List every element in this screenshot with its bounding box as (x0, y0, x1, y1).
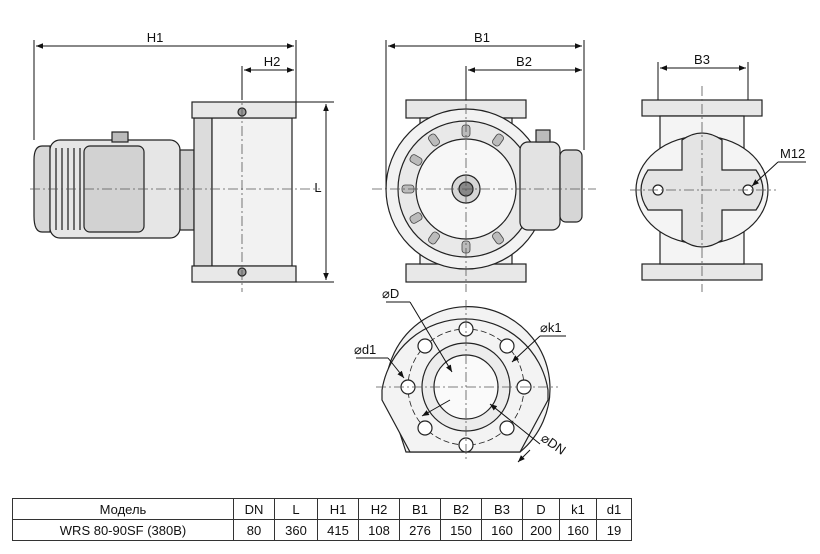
dim-b1-label: B1 (474, 30, 490, 45)
side-view (33, 101, 297, 283)
cell-k1: 160 (559, 519, 597, 541)
header-k1: k1 (559, 498, 597, 520)
cell-b2: 150 (440, 519, 482, 541)
table-row: WRS 80-90SF (380В) 80 360 415 108 276 15… (12, 519, 632, 541)
dim-h2-label: H2 (264, 54, 281, 69)
dim-k1-label: ⌀k1 (540, 320, 562, 335)
flange-detail (381, 306, 551, 453)
header-h1: H1 (317, 498, 359, 520)
header-model: Модель (12, 498, 234, 520)
spec-table: Модель DN L H1 H2 B1 B2 B3 D k1 d1 WRS 8… (12, 498, 632, 541)
dim-b3-label: B3 (694, 52, 710, 67)
header-b2: B2 (440, 498, 482, 520)
cell-dn: 80 (233, 519, 275, 541)
header-b1: B1 (399, 498, 441, 520)
dim-dn-label: ⌀DN (538, 430, 568, 458)
cell-b1: 276 (399, 519, 441, 541)
header-dn: DN (233, 498, 275, 520)
header-h2: H2 (358, 498, 400, 520)
header-d: D (522, 498, 560, 520)
cell-d1: 19 (596, 519, 632, 541)
dim-b2-label: B2 (516, 54, 532, 69)
front-view (385, 99, 583, 283)
dim-d-label: ⌀D (382, 286, 399, 301)
cell-model: WRS 80-90SF (380В) (12, 519, 234, 541)
header-l: L (274, 498, 318, 520)
dim-h1-label: H1 (147, 30, 164, 45)
header-d1: d1 (596, 498, 632, 520)
table-header-row: Модель DN L H1 H2 B1 B2 B3 D k1 d1 (12, 498, 632, 520)
dim-l-label: L (314, 180, 321, 195)
header-b3: B3 (481, 498, 523, 520)
thread-m12-label: M12 (780, 146, 805, 161)
cell-h1: 415 (317, 519, 359, 541)
cell-d: 200 (522, 519, 560, 541)
cell-l: 360 (274, 519, 318, 541)
pump-drawing: H1 H2 L (30, 30, 806, 463)
dim-d1-label: ⌀d1 (354, 342, 376, 357)
cell-b3: 160 (481, 519, 523, 541)
cell-h2: 108 (358, 519, 400, 541)
